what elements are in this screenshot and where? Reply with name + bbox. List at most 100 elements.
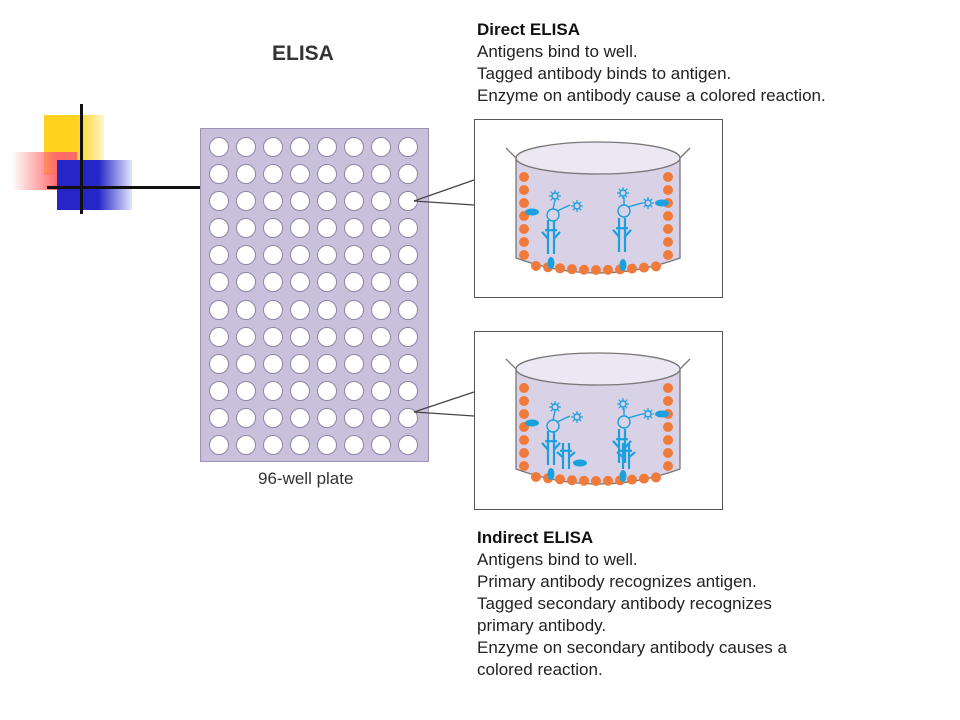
antigen bbox=[663, 448, 673, 458]
antigen bbox=[519, 198, 529, 208]
antibody bbox=[541, 220, 561, 254]
plate-well bbox=[209, 326, 229, 347]
plate-well bbox=[263, 218, 283, 239]
plate-well bbox=[290, 164, 310, 185]
well-grid bbox=[209, 137, 418, 456]
plate-well bbox=[263, 353, 283, 374]
direct-elisa-description: Direct ELISA Antigens bind to well. Tagg… bbox=[477, 19, 826, 107]
plate-well bbox=[290, 353, 310, 374]
indirect-line-5: Enzyme on secondary antibody causes a bbox=[477, 638, 787, 657]
plate-well bbox=[317, 137, 337, 157]
plate-well bbox=[344, 137, 364, 157]
antigen bbox=[627, 263, 637, 274]
antigen bbox=[651, 261, 661, 272]
enzyme-tag bbox=[642, 197, 654, 209]
tag-links bbox=[546, 197, 643, 222]
plate-well bbox=[263, 191, 283, 212]
antigen bbox=[663, 211, 673, 221]
blue-square bbox=[57, 160, 132, 210]
enzyme-tag bbox=[642, 408, 654, 420]
plate-well bbox=[398, 245, 418, 266]
antigen bbox=[519, 409, 529, 419]
indirect-line-6: colored reaction. bbox=[477, 660, 603, 679]
indirect-elisa-well bbox=[505, 352, 691, 486]
bound-antigen bbox=[547, 257, 555, 269]
plate-well bbox=[344, 218, 364, 239]
antigen bbox=[567, 264, 577, 275]
direct-line-2: Tagged antibody binds to antigen. bbox=[477, 64, 732, 83]
antigen bbox=[519, 461, 529, 471]
plate-well bbox=[317, 272, 337, 293]
antibody bbox=[541, 431, 561, 465]
plate-well bbox=[236, 353, 256, 374]
antigen bbox=[663, 422, 673, 432]
plate-well bbox=[371, 435, 391, 456]
direct-elisa-well bbox=[505, 141, 691, 275]
antigen bbox=[519, 172, 529, 182]
plate-well bbox=[263, 137, 283, 157]
plate-well bbox=[398, 299, 418, 320]
bound-antigen bbox=[655, 199, 669, 207]
bound-antigen bbox=[619, 470, 627, 482]
plate-well bbox=[209, 353, 229, 374]
plate-well bbox=[236, 435, 256, 456]
indirect-line-2: Primary antibody recognizes antigen. bbox=[477, 572, 757, 591]
plate-well bbox=[209, 245, 229, 266]
plate-well bbox=[263, 299, 283, 320]
antigen bbox=[603, 264, 613, 275]
plate-well bbox=[263, 164, 283, 185]
well-body bbox=[515, 157, 681, 274]
plate-well bbox=[344, 353, 364, 374]
plate-well bbox=[317, 164, 337, 185]
horizontal-line bbox=[47, 186, 202, 189]
bound-antigen bbox=[655, 410, 669, 418]
plate-well bbox=[371, 191, 391, 212]
plate-well bbox=[263, 326, 283, 347]
enzyme-tag bbox=[571, 200, 583, 212]
plate-well bbox=[371, 353, 391, 374]
antigen bbox=[531, 472, 541, 482]
plate-well bbox=[290, 380, 310, 401]
plate-well bbox=[263, 435, 283, 456]
plate-well bbox=[371, 299, 391, 320]
bound-antigen bbox=[525, 419, 539, 427]
vertical-line bbox=[80, 104, 83, 214]
indirect-elisa-description: Indirect ELISA Antigens bind to well. Pr… bbox=[477, 527, 787, 681]
callout-lines bbox=[413, 179, 475, 417]
plate-well bbox=[263, 407, 283, 428]
plate-well bbox=[344, 407, 364, 428]
direct-line-1: Antigens bind to well. bbox=[477, 42, 638, 61]
plate-well bbox=[236, 272, 256, 293]
plate-well bbox=[317, 435, 337, 456]
plate-well bbox=[236, 380, 256, 401]
plate-well bbox=[398, 435, 418, 456]
plate-well bbox=[236, 191, 256, 212]
indirect-line-3: Tagged secondary antibody recognizes bbox=[477, 594, 772, 613]
plate-well bbox=[398, 164, 418, 185]
antigen bbox=[519, 383, 529, 393]
plate-well bbox=[290, 191, 310, 212]
antigen bbox=[555, 263, 565, 274]
plate-well bbox=[236, 218, 256, 239]
antigen bbox=[579, 475, 589, 486]
plate-well bbox=[317, 407, 337, 428]
antigen bbox=[663, 435, 673, 445]
diagram-title: ELISA bbox=[272, 42, 334, 65]
plate-well bbox=[209, 407, 229, 428]
plate-well bbox=[344, 299, 364, 320]
enzyme-tag bbox=[549, 190, 561, 202]
plate-well bbox=[344, 326, 364, 347]
indirect-line-4: primary antibody. bbox=[477, 616, 607, 635]
antigen bbox=[639, 262, 649, 273]
enzyme-tag bbox=[617, 187, 629, 199]
plate-well bbox=[236, 137, 256, 157]
bound-antigen bbox=[547, 468, 555, 480]
plate-well bbox=[398, 137, 418, 157]
plate-well bbox=[398, 218, 418, 239]
plate-well bbox=[371, 137, 391, 157]
enzyme-tag bbox=[617, 398, 629, 410]
plate-well bbox=[290, 435, 310, 456]
plate-well bbox=[371, 380, 391, 401]
plate-well bbox=[317, 353, 337, 374]
plate-label: 96-well plate bbox=[258, 469, 354, 488]
